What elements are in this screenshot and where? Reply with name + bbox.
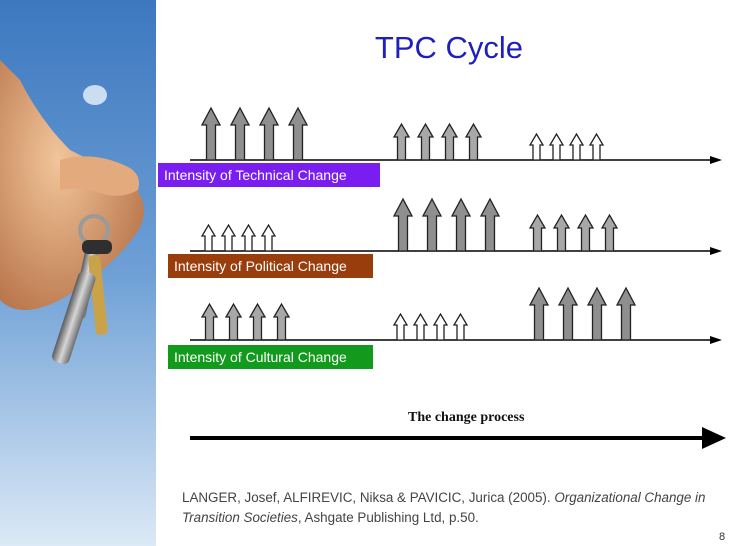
citation: LANGER, Josef, ALFIREVIC, Niksa & PAVICI… (182, 488, 722, 528)
arrow-high-intensity (586, 286, 608, 341)
arrow-low-intensity (412, 312, 429, 341)
arrow-medium-intensity (392, 122, 411, 161)
change-process-arrowhead (702, 427, 726, 449)
arrow-high-intensity (287, 106, 309, 161)
arrow-high-intensity (258, 106, 280, 161)
arrow-medium-intensity (552, 213, 571, 252)
arrow-low-intensity (220, 223, 237, 252)
arrow-high-intensity (450, 197, 472, 252)
arrow-medium-intensity (248, 302, 267, 341)
arrow-medium-intensity (576, 213, 595, 252)
arrow-high-intensity (200, 106, 222, 161)
label-political-change: Intensity of Political Change (168, 254, 373, 278)
arrow-medium-intensity (224, 302, 243, 341)
arrow-medium-intensity (464, 122, 483, 161)
arrow-high-intensity (421, 197, 443, 252)
citation-authors: LANGER, Josef, ALFIREVIC, Niksa & PAVICI… (182, 490, 551, 505)
label-cultural-change: Intensity of Cultural Change (168, 345, 373, 369)
arrow-high-intensity (557, 286, 579, 341)
axis-arrowhead (710, 247, 722, 255)
arrow-medium-intensity (528, 213, 547, 252)
arrow-medium-intensity (416, 122, 435, 161)
arrow-high-intensity (528, 286, 550, 341)
arrow-high-intensity (392, 197, 414, 252)
arrow-low-intensity (528, 132, 545, 161)
arrow-high-intensity (229, 106, 251, 161)
arrow-medium-intensity (600, 213, 619, 252)
slide-title: TPC Cycle (374, 30, 524, 65)
citation-publisher: , Ashgate Publishing Ltd, p.50. (297, 510, 479, 525)
tpc-cycle-diagram (190, 106, 726, 449)
arrow-low-intensity (568, 132, 585, 161)
arrow-medium-intensity (440, 122, 459, 161)
change-process-label: The change process (408, 410, 525, 425)
arrow-low-intensity (260, 223, 277, 252)
arrow-high-intensity (615, 286, 637, 341)
arrow-low-intensity (588, 132, 605, 161)
arrow-low-intensity (452, 312, 469, 341)
page-number: 8 (719, 531, 726, 543)
axis-arrowhead (710, 336, 722, 344)
arrow-low-intensity (548, 132, 565, 161)
arrow-high-intensity (479, 197, 501, 252)
label-technical-change: Intensity of Technical Change (158, 163, 380, 187)
arrow-medium-intensity (200, 302, 219, 341)
arrow-low-intensity (200, 223, 217, 252)
arrow-low-intensity (392, 312, 409, 341)
citation-book-title: Organizational Change in Transition Soci… (182, 490, 706, 525)
axis-arrowhead (710, 156, 722, 164)
arrow-medium-intensity (272, 302, 291, 341)
arrow-low-intensity (240, 223, 257, 252)
hand-with-keys-photo (0, 0, 156, 546)
arrow-low-intensity (432, 312, 449, 341)
